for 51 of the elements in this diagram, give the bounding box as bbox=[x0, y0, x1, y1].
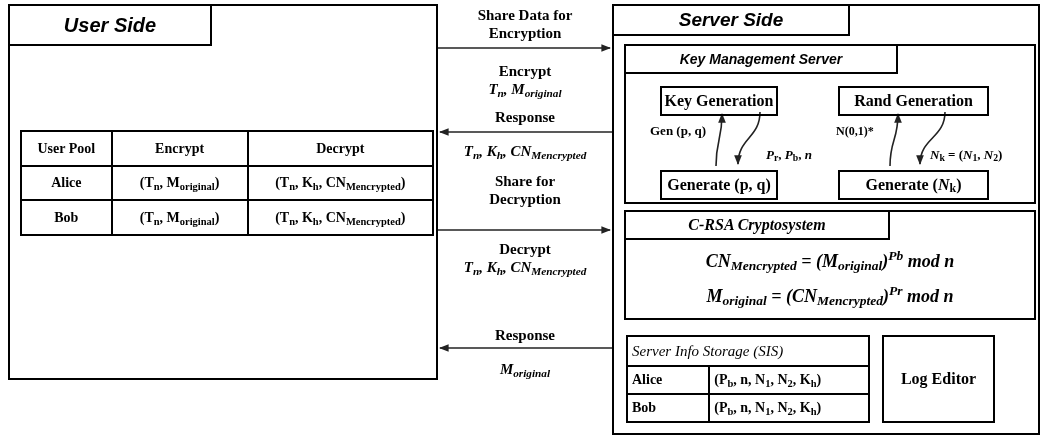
process-box: Key Generation bbox=[660, 86, 778, 116]
message-label: Encrypt bbox=[497, 62, 553, 80]
server-side-heading: Server Side bbox=[612, 4, 850, 36]
edge-label: Share for Decryption bbox=[488, 172, 562, 208]
formula-label: M$_{original}$ bbox=[498, 360, 552, 378]
user-pool-table bbox=[20, 130, 434, 236]
arrow bbox=[439, 344, 613, 352]
edge-label: Response bbox=[494, 326, 556, 344]
process-box: Generate (N$_{k}$) bbox=[838, 170, 989, 200]
equation: M$_{original}$ = (CN$_{M}$$_{encrypted}$)$^{Pr}$ mod n bbox=[706, 283, 954, 310]
table-cell: Alice bbox=[627, 365, 710, 394]
process-box: Generate (p, q) bbox=[660, 170, 778, 200]
table-cell: (T$_{n}$, K$_{h}$, CN$_{M}$$_{encrypted}$) bbox=[247, 200, 433, 235]
storage-table bbox=[626, 335, 870, 423]
arrow bbox=[437, 226, 611, 234]
arrow bbox=[715, 113, 726, 167]
panel-heading: C-RSA Cryptosystem bbox=[624, 210, 890, 240]
edge-label: Gen (p, q) bbox=[650, 122, 707, 140]
message-label: Decrypt bbox=[498, 240, 552, 258]
edge-label: Share Data for Encryption bbox=[476, 6, 574, 42]
panel-heading: Key Management Server bbox=[624, 44, 898, 74]
user-side-heading: User Side bbox=[8, 4, 212, 46]
header-cell: Encrypt bbox=[111, 131, 248, 166]
edge-label: N(0,1)* bbox=[836, 123, 875, 140]
table-cell: (T$_{n}$, K$_{h}$, CN$_{M}$$_{encrypted}$) bbox=[247, 165, 433, 201]
process-box: Rand Generation bbox=[838, 86, 989, 116]
table-cell: (P$_{b}$, n, N$_{1}$, N$_{2}$, K$_{h}$) bbox=[709, 393, 869, 422]
table-cell: Bob bbox=[21, 200, 112, 235]
equation: CN$_{M}$$_{encrypted}$ = (M$_{original}$)$^{Pb}$ mod n bbox=[705, 248, 955, 275]
arrow bbox=[889, 113, 902, 167]
table-cell: (P$_{b}$, n, N$_{1}$, N$_{2}$, K$_{h}$) bbox=[709, 365, 869, 394]
table-cell: (T$_{n}$, M$_{original}$) bbox=[111, 165, 248, 201]
table-cell: (T$_{n}$, M$_{original}$) bbox=[111, 200, 248, 235]
cryptosystem-panel bbox=[624, 210, 1036, 320]
arrow bbox=[437, 44, 611, 52]
table-cell: Alice bbox=[21, 165, 112, 201]
formula-label: T$_{n}$, M$_{original}$ bbox=[487, 80, 563, 98]
process-box: Log Editor bbox=[882, 335, 995, 423]
header-cell: Server Info Storage (SIS) bbox=[627, 336, 869, 366]
edge-label: Response bbox=[494, 108, 556, 126]
arrow bbox=[439, 128, 613, 136]
header-cell: User Pool bbox=[21, 131, 112, 166]
edge-label: P$_{r}$, P$_{b}$, n bbox=[766, 146, 813, 164]
server-side-panel bbox=[612, 4, 1040, 435]
user-side-panel bbox=[8, 4, 438, 380]
edge-label: N$_{k}$ = (N$_{1}$, N$_{2}$) bbox=[930, 146, 1004, 164]
table-cell: Bob bbox=[627, 393, 710, 422]
arrow bbox=[734, 111, 761, 165]
header-cell: Decrypt bbox=[247, 131, 433, 166]
key-management-panel bbox=[624, 44, 1036, 204]
arrow bbox=[916, 111, 946, 165]
